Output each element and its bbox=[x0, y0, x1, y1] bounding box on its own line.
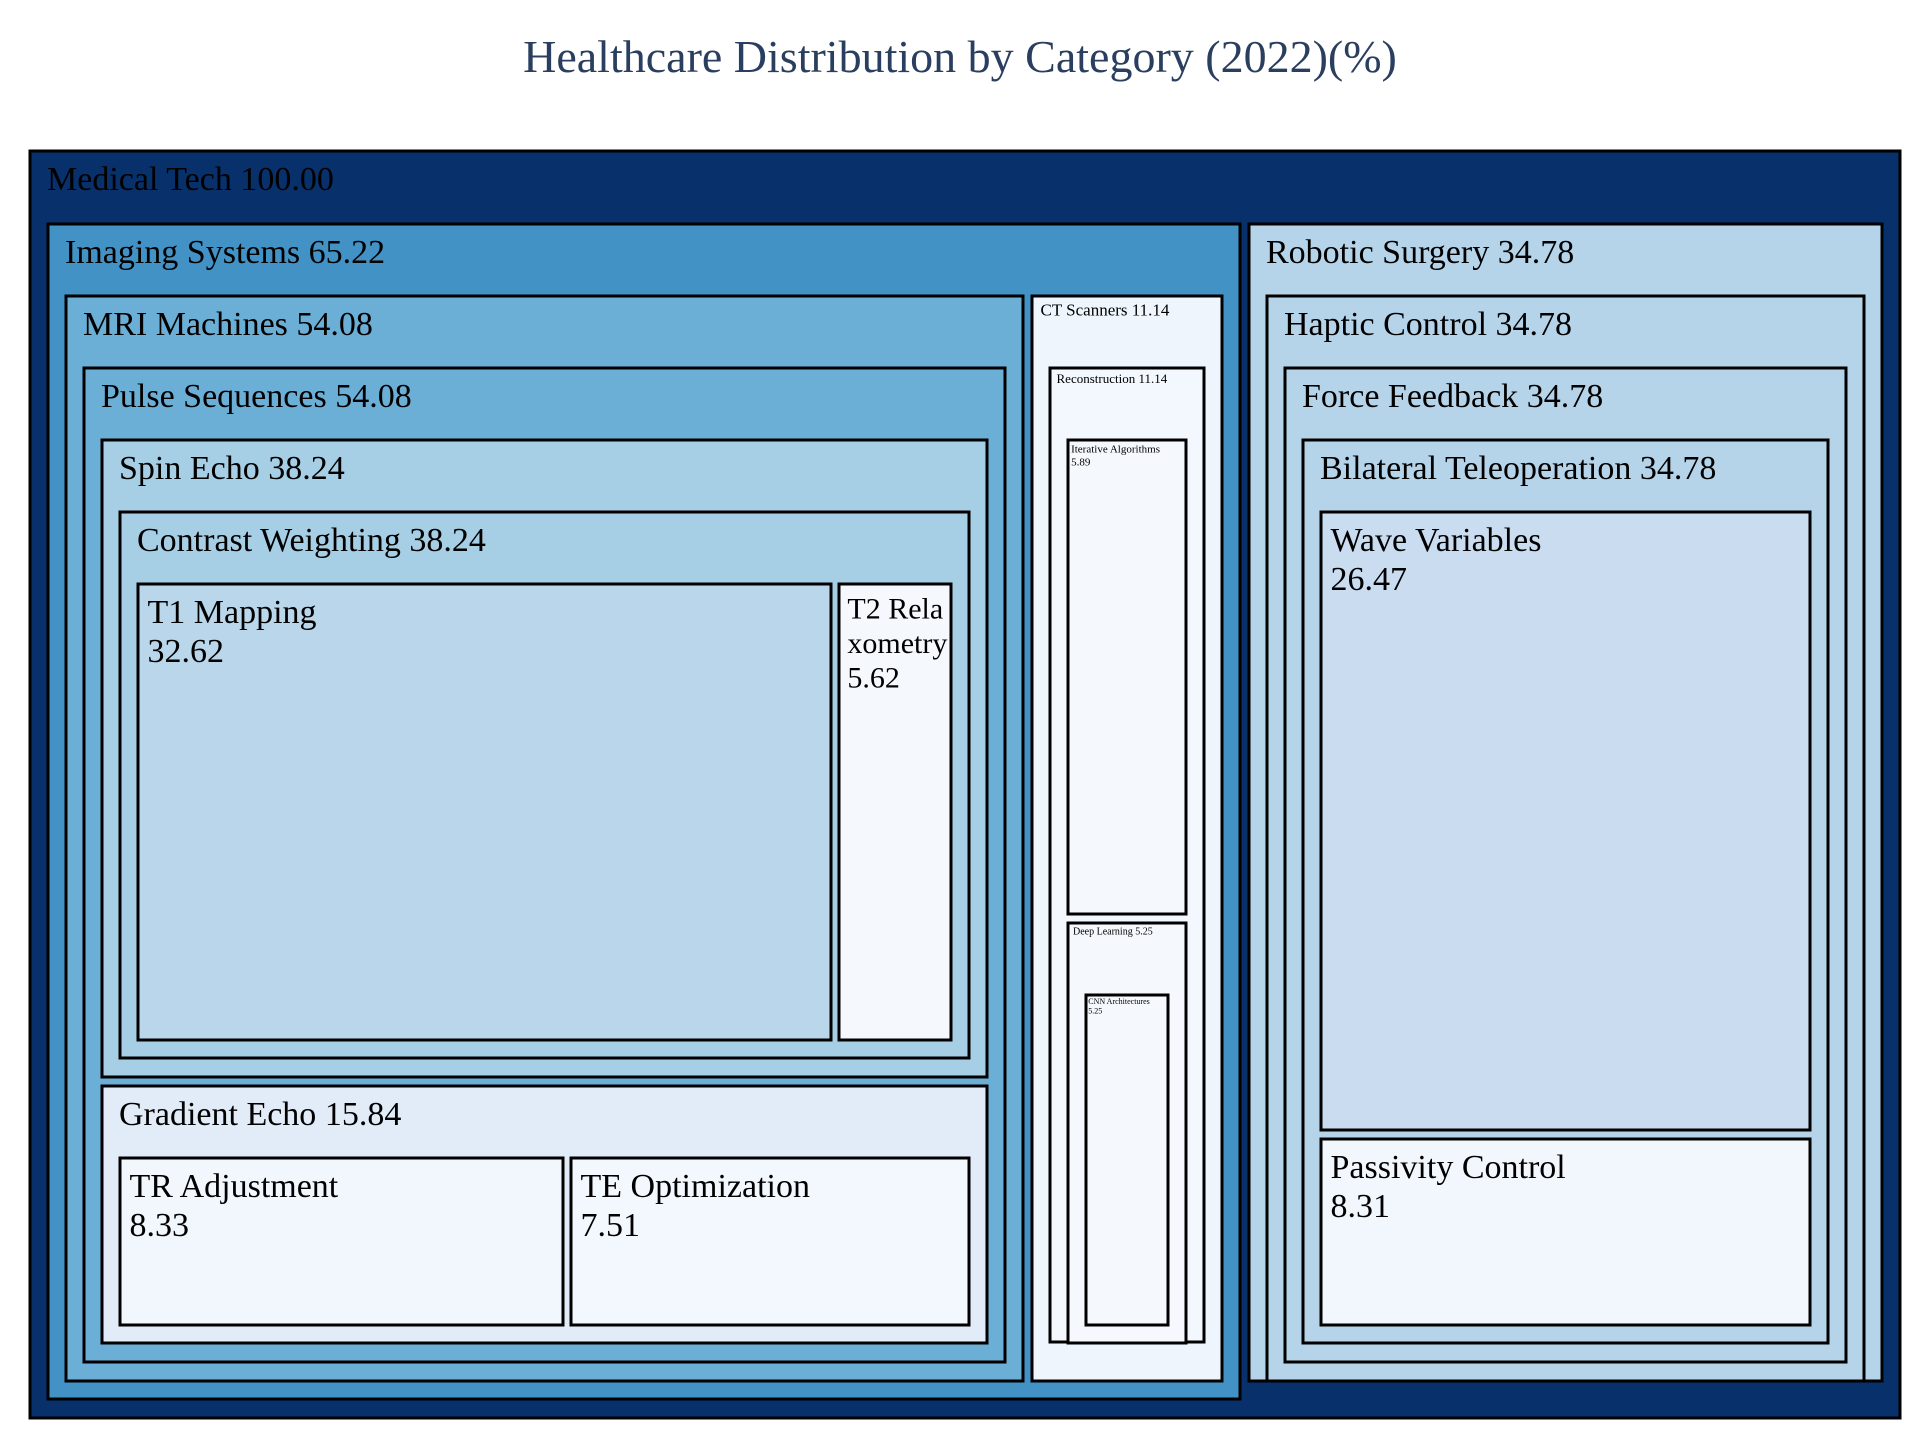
treemap-label-text: Imaging Systems bbox=[65, 234, 300, 271]
treemap-value-text: 54.08 bbox=[327, 378, 412, 415]
treemap-tile-cnn-architectures[interactable] bbox=[1084, 993, 1170, 1327]
treemap-label-force-feedback: Force Feedback 34.78 bbox=[1302, 378, 1603, 415]
treemap-tile-wave-variables[interactable] bbox=[1319, 510, 1812, 1132]
treemap-value-text: 11.14 bbox=[1128, 301, 1170, 320]
treemap-value-text: 5.25 bbox=[1133, 927, 1153, 938]
treemap-label-text: Robotic Surgery bbox=[1266, 234, 1489, 271]
treemap-value-text: 8.33 bbox=[130, 1207, 190, 1244]
treemap-label-text: Gradient Echo bbox=[119, 1096, 316, 1133]
treemap-label-text: Haptic Control bbox=[1284, 306, 1487, 343]
treemap-value-text: 11.14 bbox=[1135, 371, 1168, 386]
treemap-label-text: T2 Rela bbox=[847, 593, 943, 626]
treemap-value-text: 38.24 bbox=[401, 522, 486, 559]
treemap-label-bilateral-teleoperation: Bilateral Teleoperation 34.78 bbox=[1320, 450, 1716, 487]
treemap-label-pulse-sequences: Pulse Sequences 54.08 bbox=[101, 378, 412, 415]
treemap-value-text: 100.00 bbox=[232, 161, 334, 198]
treemap-value-text: 5.62 bbox=[847, 662, 900, 695]
treemap-value-text: 34.78 bbox=[1489, 234, 1574, 271]
treemap-label-imaging-systems: Imaging Systems 65.22 bbox=[65, 234, 385, 271]
treemap-label-text: Pulse Sequences bbox=[101, 378, 327, 415]
treemap-value-text: 65.22 bbox=[300, 234, 385, 271]
treemap-label-text: Reconstruction bbox=[1057, 371, 1136, 386]
treemap-value-text: 5.89 bbox=[1071, 456, 1091, 468]
treemap-label-text: Deep Learning bbox=[1073, 927, 1133, 938]
treemap-label-text: Passivity Control bbox=[1331, 1149, 1566, 1186]
treemap-value-text: 8.31 bbox=[1331, 1188, 1391, 1225]
treemap-tile-t2-relaxometry[interactable] bbox=[837, 582, 953, 1042]
treemap-label-text: Force Feedback bbox=[1302, 378, 1518, 415]
treemap-value-text: 34.78 bbox=[1487, 306, 1572, 343]
treemap-label-text: CNN Architectures bbox=[1088, 997, 1150, 1006]
treemap-value-text: 7.51 bbox=[581, 1207, 641, 1244]
treemap-value-text: 34.78 bbox=[1518, 378, 1603, 415]
treemap-value-text: 26.47 bbox=[1331, 561, 1408, 598]
treemap-tile-t1-mapping[interactable] bbox=[136, 582, 833, 1042]
treemap-label-contrast-weighting: Contrast Weighting 38.24 bbox=[137, 522, 486, 559]
treemap-label-text: CT Scanners bbox=[1041, 301, 1128, 320]
treemap-value-text: 5.25 bbox=[1088, 1006, 1102, 1015]
treemap-label-text: T1 Mapping bbox=[148, 594, 317, 631]
treemap-label-text: xometry bbox=[847, 627, 947, 660]
treemap-label-text: Medical Tech bbox=[47, 161, 232, 198]
treemap-label-medical-tech: Medical Tech 100.00 bbox=[47, 161, 334, 198]
treemap-label-text: Wave Variables bbox=[1331, 522, 1542, 559]
chart-title: Healthcare Distribution by Category (202… bbox=[523, 31, 1397, 82]
treemap-tile-te-optimization[interactable] bbox=[569, 1156, 971, 1327]
treemap-value-text: 54.08 bbox=[288, 306, 373, 343]
treemap-label-text: Contrast Weighting bbox=[137, 522, 401, 559]
treemap-label-mri-machines: MRI Machines 54.08 bbox=[83, 306, 373, 343]
treemap-tile-iterative-algorithms[interactable] bbox=[1066, 438, 1188, 916]
treemap-label-robotic-surgery: Robotic Surgery 34.78 bbox=[1266, 234, 1574, 271]
treemap-label-ct-scanners: CT Scanners 11.14 bbox=[1041, 301, 1170, 320]
treemap-label-text: Iterative Algorithms bbox=[1071, 444, 1160, 456]
treemap-label-gradient-echo: Gradient Echo 15.84 bbox=[119, 1096, 401, 1133]
treemap-label-text: MRI Machines bbox=[83, 306, 288, 343]
treemap-label-reconstruction: Reconstruction 11.14 bbox=[1057, 371, 1168, 386]
treemap-value-text: 32.62 bbox=[148, 633, 225, 670]
treemap-label-deep-learning: Deep Learning 5.25 bbox=[1073, 927, 1153, 938]
treemap-label-text: Spin Echo bbox=[119, 450, 260, 487]
treemap-tile-passivity-control[interactable] bbox=[1319, 1137, 1812, 1327]
treemap-tile-tr-adjustment[interactable] bbox=[118, 1156, 565, 1327]
treemap-label-spin-echo: Spin Echo 38.24 bbox=[119, 450, 345, 487]
treemap-label-text: TE Optimization bbox=[581, 1168, 810, 1205]
treemap-value-text: 38.24 bbox=[260, 450, 345, 487]
treemap-label-haptic-control: Haptic Control 34.78 bbox=[1284, 306, 1572, 343]
treemap-label-text: Bilateral Teleoperation bbox=[1320, 450, 1631, 487]
treemap-value-text: 34.78 bbox=[1631, 450, 1716, 487]
treemap-value-text: 15.84 bbox=[316, 1096, 401, 1133]
treemap-label-text: TR Adjustment bbox=[130, 1168, 339, 1205]
